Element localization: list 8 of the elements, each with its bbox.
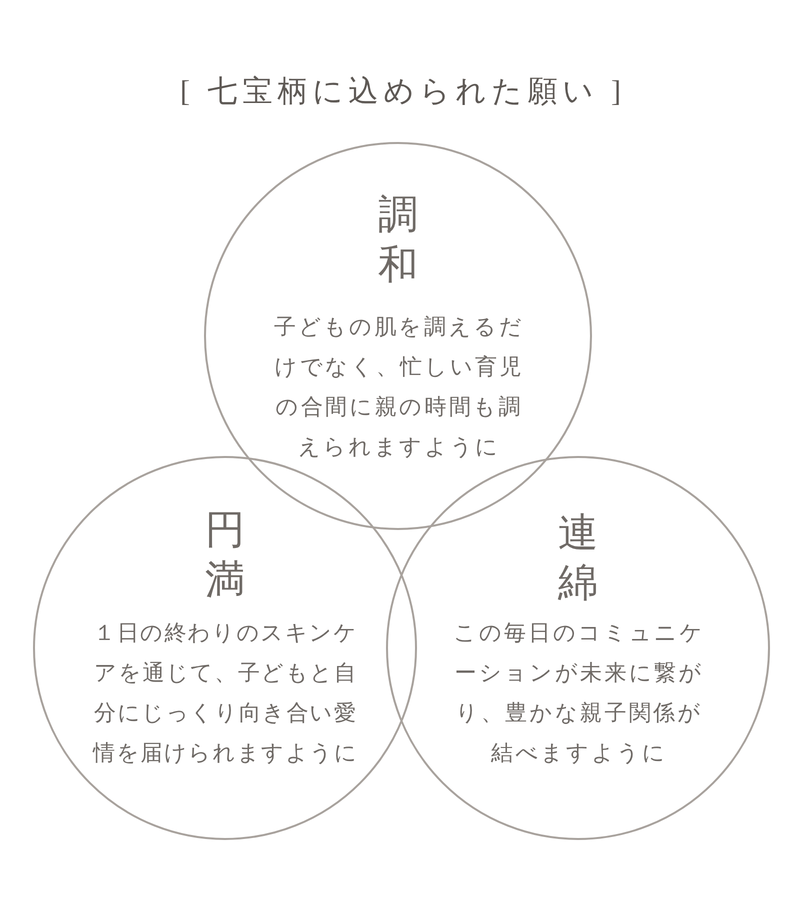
body-text: この毎日のコミュニケーションが未来に繋がり、豊かな親子関係が結べますように: [452, 619, 706, 767]
heading-text: 連綿: [557, 509, 599, 607]
venn-circle: [33, 456, 417, 840]
heading-text: 円満: [204, 506, 246, 604]
page-title: [ 七宝柄に込められた願い ]: [180, 74, 626, 110]
body-text: 子どもの肌を調えるだけでなく、忙しい育児の合間に親の時間も調えられますように: [272, 313, 526, 461]
heading-text: 調和: [377, 191, 419, 289]
body-text: １日の終わりのスキンケアを通じて、子どもと自分にじっくり向き合い愛情を届けられますように: [92, 619, 360, 767]
